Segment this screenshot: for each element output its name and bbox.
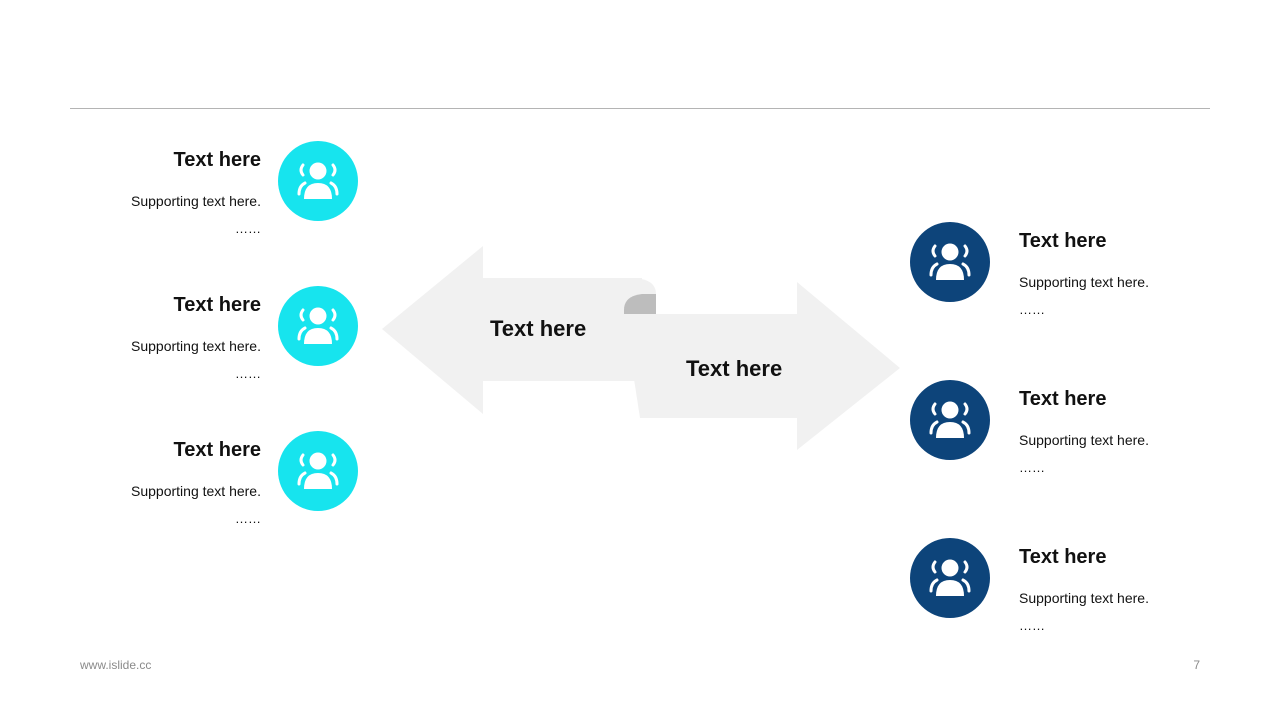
item-description: Supporting text here. (131, 193, 261, 209)
left-arrow-label: Text here (490, 316, 587, 341)
item-title: Text here (1019, 546, 1107, 568)
users-icon (278, 286, 358, 366)
item-title: Text here (1019, 230, 1107, 252)
header-divider (70, 108, 1210, 109)
left-arrow (382, 246, 642, 414)
users-icon (278, 141, 358, 221)
item-description: Supporting text here. (131, 338, 261, 354)
right-item-3: Text here Supporting text here. …… (910, 538, 1210, 638)
ribbon-fold (624, 294, 656, 314)
left-item-2: Text here Supporting text here. …… (100, 286, 360, 386)
item-title: Text here (173, 149, 261, 171)
right-item-1: Text here Supporting text here. …… (910, 222, 1210, 322)
item-title: Text here (1019, 388, 1107, 410)
right-item-2: Text here Supporting text here. …… (910, 380, 1210, 480)
item-description: Supporting text here. (1019, 432, 1149, 448)
item-ellipsis: …… (235, 221, 261, 236)
item-title: Text here (173, 294, 261, 316)
left-item-3: Text here Supporting text here. …… (100, 431, 360, 531)
left-item-1: Text here Supporting text here. …… (100, 141, 360, 241)
item-description: Supporting text here. (1019, 274, 1149, 290)
footer-website: www.islide.cc (80, 658, 152, 672)
item-description: Supporting text here. (131, 483, 261, 499)
users-icon (278, 431, 358, 511)
page-number: 7 (1193, 658, 1200, 672)
item-ellipsis: …… (235, 511, 261, 526)
users-icon (910, 222, 990, 302)
item-description: Supporting text here. (1019, 590, 1149, 606)
users-icon (910, 538, 990, 618)
item-ellipsis: …… (235, 366, 261, 381)
users-icon (910, 380, 990, 460)
arrow-shapes (382, 246, 900, 450)
double-arrow-diagram: Text here Text here (380, 244, 902, 454)
item-ellipsis: …… (1019, 618, 1045, 633)
right-arrow-label: Text here (686, 356, 783, 381)
item-ellipsis: …… (1019, 302, 1045, 317)
right-arrow (624, 282, 900, 450)
item-title: Text here (173, 439, 261, 461)
item-ellipsis: …… (1019, 460, 1045, 475)
